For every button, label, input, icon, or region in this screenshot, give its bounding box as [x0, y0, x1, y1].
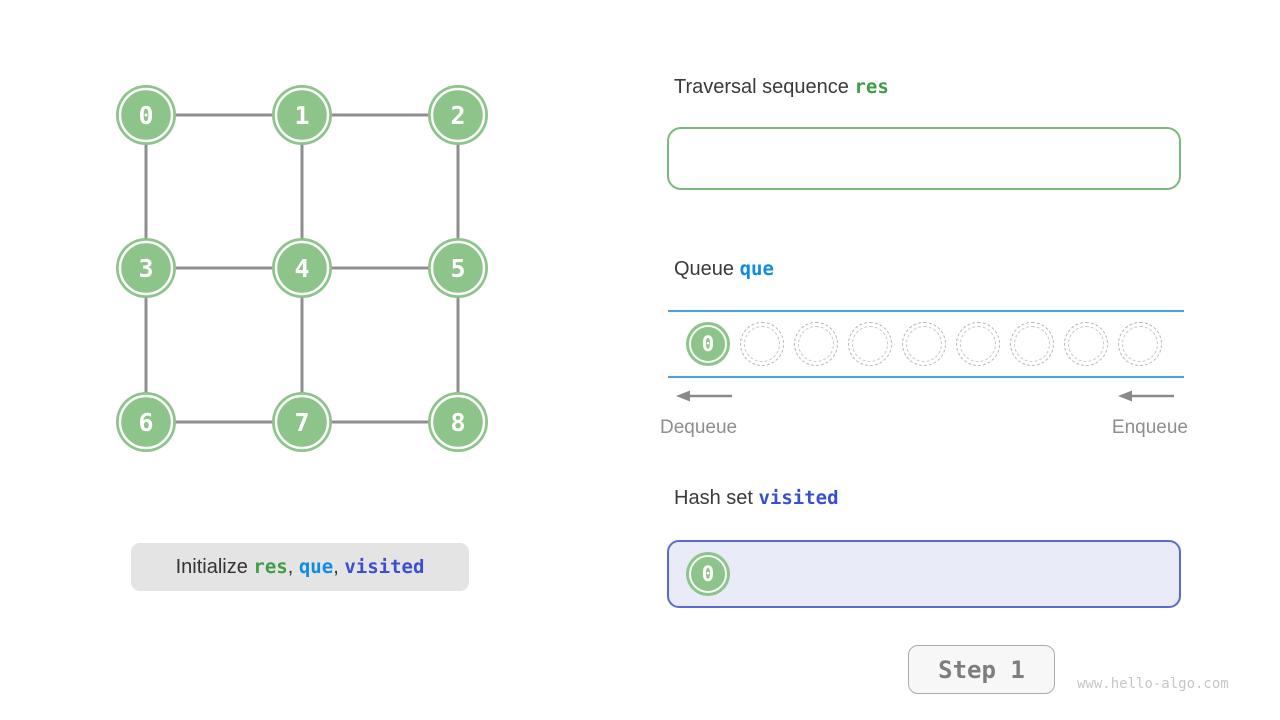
- queue-slot-empty: [956, 322, 1000, 366]
- enqueue-arrow-icon: [1118, 390, 1174, 402]
- graph: 0 1 2 3 4 5 6 7: [116, 85, 488, 452]
- visited-code-text: visited: [344, 555, 425, 578]
- traversal-title: Traversal sequence res: [674, 76, 889, 98]
- graph-node-label: 1: [294, 101, 309, 130]
- step-button[interactable]: Step 1: [908, 645, 1055, 694]
- hashset-box: 0: [667, 540, 1181, 608]
- queue-slot-empty: [1118, 322, 1162, 366]
- graph-node-5: 5: [428, 238, 488, 298]
- queue-slot-empty: [1064, 322, 1108, 366]
- queue-slot-empty: [902, 322, 946, 366]
- visited-var-name: visited: [758, 487, 839, 509]
- init-caption: Initialize res, que, visited: [131, 543, 469, 591]
- graph-node-label: 5: [450, 254, 465, 283]
- enqueue-label: Enqueue: [1111, 417, 1188, 438]
- graph-node-3: 3: [116, 238, 176, 298]
- traversal-result-box: [667, 127, 1181, 190]
- graph-node-label: 6: [138, 408, 153, 437]
- queue-title: Queue que: [674, 258, 774, 280]
- graph-node-2: 2: [428, 85, 488, 145]
- res-code-text: res: [253, 555, 288, 578]
- queue-slot-empty: [1010, 322, 1054, 366]
- graph-node-4: 4: [272, 238, 332, 298]
- graph-node-label: 3: [138, 254, 153, 283]
- graph-node-0: 0: [116, 85, 176, 145]
- dequeue-arrow-icon: [676, 390, 732, 402]
- graph-node-label: 8: [450, 408, 465, 437]
- graph-node-label: 2: [450, 101, 465, 130]
- queue-track: 0: [668, 310, 1184, 378]
- graph-node-1: 1: [272, 85, 332, 145]
- watermark: www.hello-algo.com: [1077, 676, 1229, 692]
- queue-slot-empty: [740, 322, 784, 366]
- res-var-name: res: [854, 76, 889, 98]
- hashset-title: Hash set visited: [674, 487, 839, 509]
- queue-slot-empty: [848, 322, 892, 366]
- graph-node-8: 8: [428, 392, 488, 452]
- queue-slot-empty: [794, 322, 838, 366]
- graph-node-label: 7: [294, 408, 309, 437]
- graph-node-6: 6: [116, 392, 176, 452]
- que-code-text: que: [298, 555, 334, 578]
- init-caption-text: Initialize res, que, visited: [175, 555, 425, 578]
- queue-slot-filled: 0: [686, 322, 730, 366]
- hashset-item: 0: [686, 552, 730, 596]
- graph-node-7: 7: [272, 392, 332, 452]
- graph-node-label: 4: [294, 254, 309, 283]
- dequeue-label: Dequeue: [660, 417, 738, 438]
- graph-node-label: 0: [138, 101, 153, 130]
- que-var-name: que: [739, 258, 774, 280]
